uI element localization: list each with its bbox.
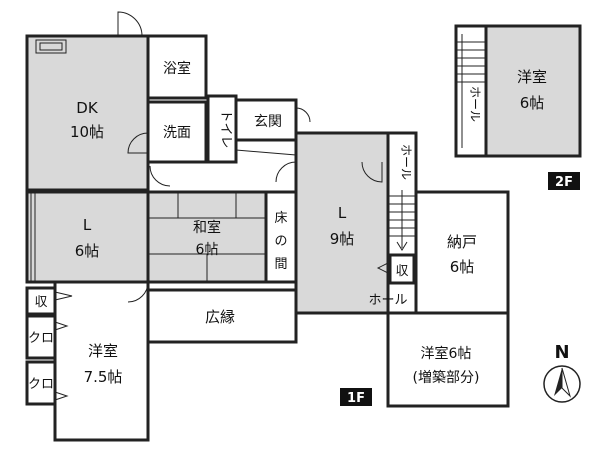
door-swing-icon <box>117 11 143 37</box>
door-swing-icon <box>54 391 69 401</box>
storage-right <box>388 253 416 285</box>
washitsu-name: 和室 <box>193 219 221 236</box>
living-left-room <box>25 190 150 284</box>
engawa-name: 広縁 <box>205 308 235 326</box>
floor-2f-label: 2F <box>555 175 573 190</box>
hall-2f <box>454 24 488 158</box>
floor-tag-1f <box>340 388 372 406</box>
step-line <box>235 149 297 156</box>
nando-size: 6帖 <box>450 258 475 276</box>
youshitsu-ext-name: 洋室6帖 <box>421 345 472 362</box>
closet-1 <box>25 314 57 360</box>
living-left-size: 6帖 <box>75 242 100 260</box>
youshitsu-2f-size: 6帖 <box>520 94 545 112</box>
tokonoma-char-3: 間 <box>274 257 287 272</box>
entrance <box>234 98 298 142</box>
door-swing-icon <box>127 281 149 303</box>
door-swing-icon <box>376 261 391 275</box>
youshitsu-2f-name: 洋室 <box>517 68 547 86</box>
living-center-size: 9帖 <box>330 230 355 248</box>
hall-2f-name: ホール <box>468 86 482 122</box>
nando-room <box>414 190 510 315</box>
staircase-icon <box>388 190 416 251</box>
storage-right-name: 収 <box>395 264 408 279</box>
door-swing-icon <box>361 161 383 183</box>
washroom-name: 洗面 <box>163 125 191 141</box>
engawa <box>146 288 298 344</box>
youshitsu-1f-name: 洋室 <box>88 342 118 360</box>
dk-room <box>25 34 150 192</box>
entrance-name: 玄関 <box>254 113 282 130</box>
compass-north-label: N <box>554 342 569 363</box>
bath-name: 浴室 <box>163 60 191 77</box>
compass-icon: N <box>543 342 581 403</box>
closet-1-name: クロ <box>28 331 54 346</box>
tokonoma <box>264 190 298 284</box>
door-swing-icon <box>54 321 69 331</box>
living-left-name: L <box>83 216 92 234</box>
nando-name: 納戸 <box>447 233 477 251</box>
hall-vertical-name: ホール <box>399 144 413 180</box>
kitchen-stove-icon <box>39 42 63 51</box>
youshitsu-1f-room <box>53 280 150 442</box>
door-swing-icon <box>149 165 171 187</box>
washitsu-size: 6帖 <box>196 242 219 258</box>
closet-2-name: クロ <box>28 377 54 392</box>
toilet-name: トイレ <box>218 109 233 148</box>
youshitsu-extension-room <box>386 311 510 408</box>
bath-room <box>146 34 208 100</box>
tokonoma-char-2: の <box>274 234 287 249</box>
youshitsu-ext-note: (増築部分) <box>413 370 480 386</box>
washroom <box>146 100 208 164</box>
floor-tag-2f <box>548 172 580 190</box>
dk-size: 10帖 <box>70 123 104 141</box>
door-swing-icon <box>127 132 149 154</box>
tokonoma-char-1: 床 <box>274 211 287 226</box>
closet-2 <box>25 360 57 406</box>
living-center-name: L <box>338 204 347 222</box>
floor-1f-label: 1F <box>347 391 365 406</box>
kitchen-sink-icon <box>35 39 67 54</box>
hall-bottom-name: ホール <box>368 293 407 308</box>
door-swing-icon <box>295 107 311 123</box>
youshitsu-1f-size: 7.5帖 <box>84 368 123 386</box>
living-center-room <box>294 131 390 315</box>
staircase-icon <box>456 34 486 148</box>
door-swing-icon <box>275 161 297 183</box>
door-swing-icon <box>54 291 73 301</box>
dk-name: DK <box>76 99 99 117</box>
storage-left-name: 収 <box>34 295 47 310</box>
